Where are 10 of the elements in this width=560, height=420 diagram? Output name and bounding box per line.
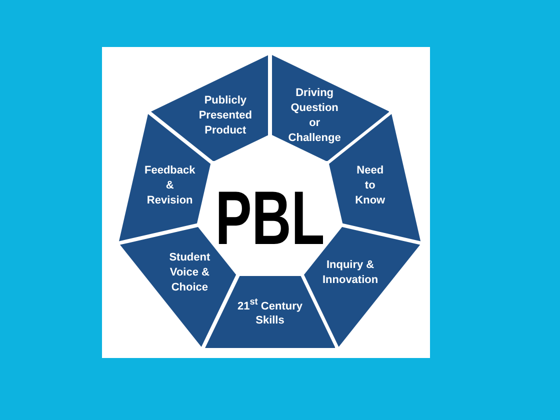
heptagon-segment — [272, 55, 390, 162]
segment-label: Student Voice & Choice — [168, 250, 212, 296]
segment-label: Inquiry & Innovation — [322, 258, 378, 288]
heptagon-segment — [150, 55, 268, 162]
segment-label: Publicly Presented Product — [198, 94, 252, 139]
segment-label: 21$^{st}$ Century Skills — [236, 295, 304, 330]
segment-label: Need to Know — [355, 164, 386, 209]
segment-label: Feedback & Revision — [144, 164, 196, 209]
segment-label: Driving Question or Challenge — [288, 86, 341, 146]
center-label: PBL — [215, 188, 325, 250]
